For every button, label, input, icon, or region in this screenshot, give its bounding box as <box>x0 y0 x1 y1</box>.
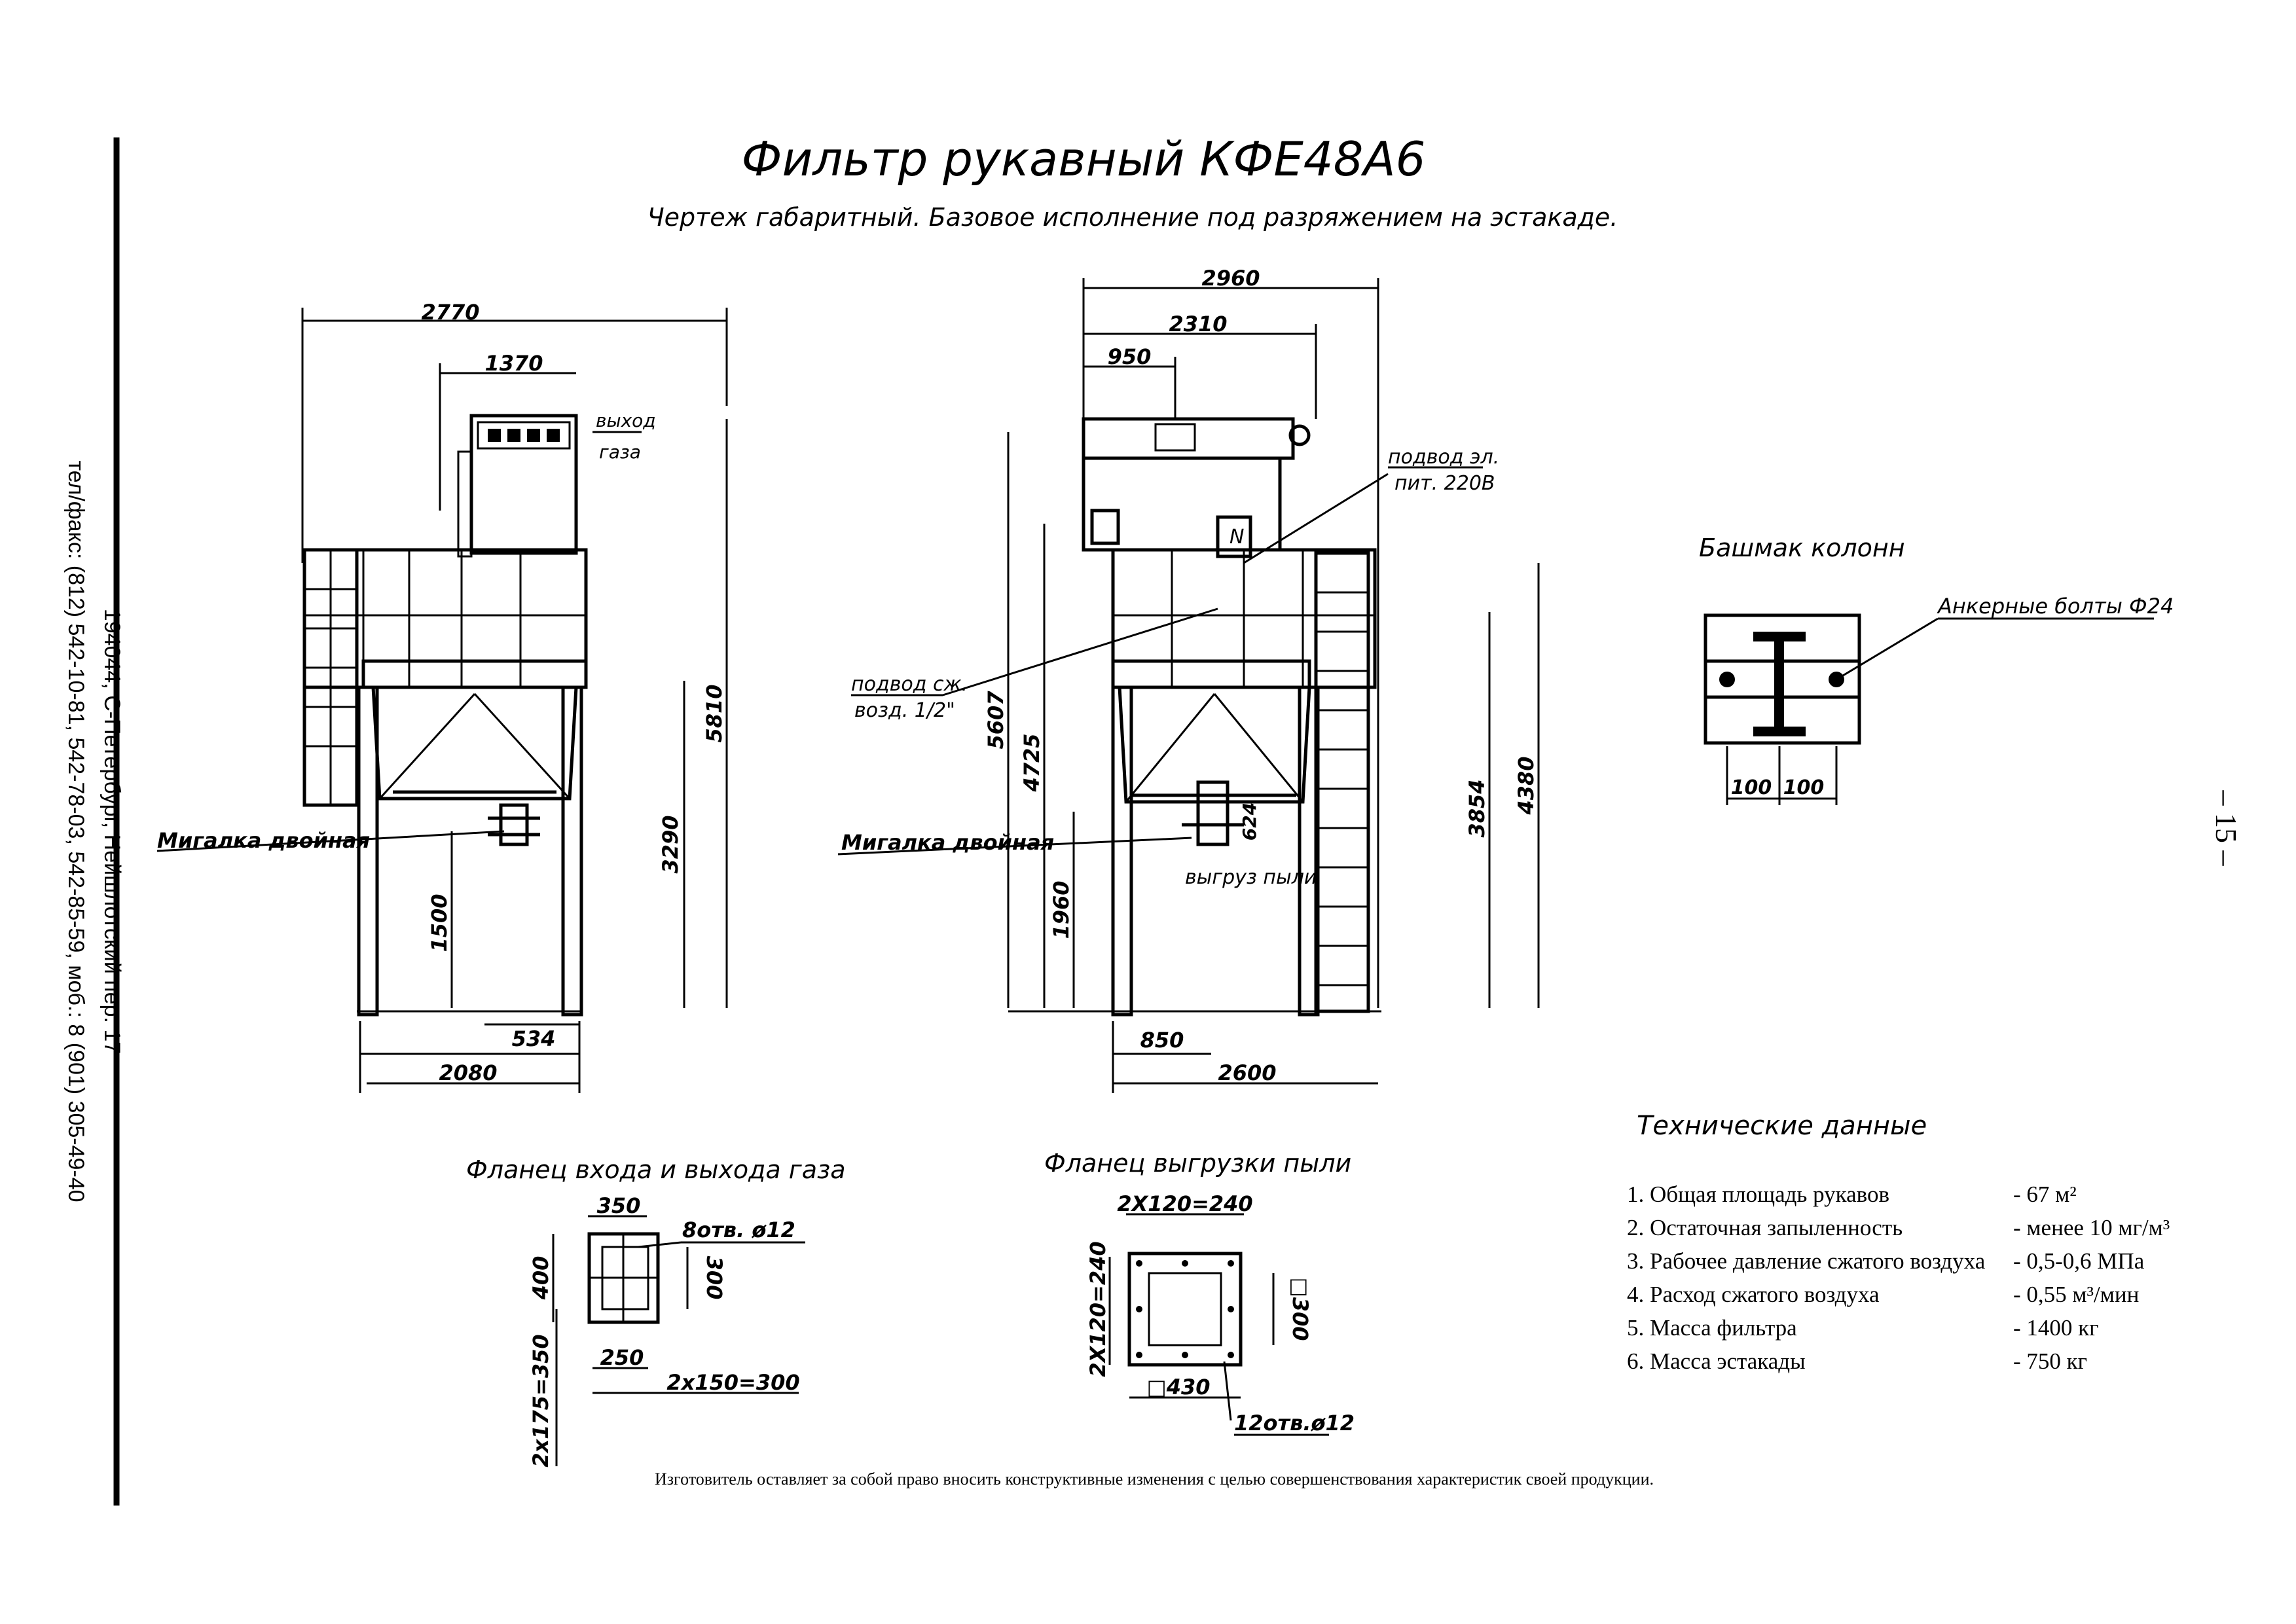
flange-dust-d5: 12отв.ø12 <box>1234 1411 1355 1435</box>
tech-row-4-value: - 0,55 м³/мин <box>2013 1282 2139 1307</box>
front-power-label-1: подвод эл. <box>1388 446 1499 469</box>
flange-gas-d2: 8отв. ø12 <box>682 1218 795 1242</box>
tech-row-3-value: - 0,5-0,6 МПа <box>2013 1248 2145 1274</box>
address-line-1: 194044, С-Петербург, Нейшлотский пер. 17 <box>100 609 124 1054</box>
side-dim-upper: 1370 <box>484 351 543 376</box>
tech-row-3-name: 3. Рабочее давление сжатого воздуха <box>1627 1248 1986 1274</box>
flange-gas-d4: 300 <box>702 1256 727 1300</box>
front-air-label-2: возд. 1/2" <box>854 699 955 722</box>
tech-heading: Технические данные <box>1637 1111 1927 1141</box>
front-dim-bottom: 2600 <box>1218 1060 1276 1085</box>
front-dim-h2: 4725 <box>1019 733 1044 792</box>
drawing-title: Фильтр рукавный КФЕ48А6 <box>742 132 1426 187</box>
column-shoe-dim-left: 100 <box>1731 776 1772 799</box>
tech-row-2-name: 2. Остаточная запыленность <box>1627 1215 1903 1240</box>
flange-dust-title: Фланец выгрузки пыли <box>1044 1149 1351 1178</box>
front-view: 2960 2310 950 N подвод эл. пит. 220В <box>837 266 1540 1093</box>
front-dim-h1: 5607 <box>983 691 1008 749</box>
flange-dust-d3: □300 <box>1288 1277 1313 1341</box>
side-dim-height-support: 3290 <box>658 815 683 873</box>
flange-gas-d5: 250 <box>600 1345 644 1370</box>
side-dim-top: 2770 <box>421 300 479 325</box>
column-shoe: Башмак колонн Анкерные болты Ф24 100 100 <box>1699 533 2174 805</box>
front-power-label-2: пит. 220В <box>1394 472 1495 495</box>
tech-row-2-value: - менее 10 мг/м³ <box>2013 1215 2170 1240</box>
side-dim-bottom: 2080 <box>439 1060 497 1085</box>
flange-dust-d4: □430 <box>1146 1375 1210 1399</box>
front-dim-bottom-inner: 850 <box>1140 1028 1184 1053</box>
flange-gas-d3: 400 <box>528 1256 553 1301</box>
side-dim-height-valve: 1500 <box>427 893 452 952</box>
tech-row-1-name: 1. Общая площадь рукавов <box>1627 1182 1889 1207</box>
gas-out-label-2: газа <box>599 441 641 463</box>
flange-gas-d1: 350 <box>597 1193 641 1218</box>
front-dim-h4: 3854 <box>1465 779 1489 837</box>
front-dim-top: 2960 <box>1201 266 1260 291</box>
tech-row-6-name: 6. Масса эстакады <box>1627 1348 1806 1374</box>
tech-row-4-name: 4. Расход сжатого воздуха <box>1627 1282 1880 1307</box>
column-shoe-dim-right: 100 <box>1783 776 1825 799</box>
tech-row-5-name: 5. Масса фильтра <box>1627 1315 1797 1341</box>
svg-text:N: N <box>1230 526 1244 549</box>
front-dim-h3: 1960 <box>1049 880 1074 939</box>
front-dim-h5: 4380 <box>1514 756 1539 815</box>
tech-row-1-value: - 67 м² <box>2013 1182 2077 1207</box>
flange-dust: Фланец выгрузки пыли 2Х120=240 2Х120=240… <box>1044 1149 1355 1436</box>
tech-row-5-value: - 1400 кг <box>2013 1315 2099 1341</box>
front-dim-mid: 2310 <box>1169 312 1227 336</box>
side-dim-height-total: 5810 <box>702 684 727 742</box>
address-line-2: тел/факс: (812) 542-10-81, 542-78-03, 54… <box>64 460 88 1202</box>
side-view: 2770 1370 выход газа <box>156 300 728 1093</box>
front-dust-label: выгруз пыли <box>1185 866 1317 889</box>
flange-dust-d2: 2Х120=240 <box>1085 1241 1110 1377</box>
front-dim-small: 950 <box>1108 344 1152 369</box>
front-dim-h6: 624 <box>1239 803 1260 840</box>
side-dim-bottom-inner: 534 <box>512 1026 556 1051</box>
footnote: Изготовитель оставляет за собой право вн… <box>655 1470 1654 1489</box>
page-number: – 15 – <box>2210 790 2243 867</box>
flange-dust-d1: 2Х120=240 <box>1117 1191 1252 1216</box>
tech-data: Технические данные 1. Общая площадь рука… <box>1627 1111 2170 1374</box>
tech-row-6-value: - 750 кг <box>2013 1348 2087 1374</box>
anchor-bolts-label: Анкерные болты Ф24 <box>1937 594 2174 619</box>
gas-out-label-1: выход <box>596 410 656 431</box>
front-valve-label: Мигалка двойная <box>841 830 1054 855</box>
side-valve-label: Мигалка двойная <box>157 828 370 853</box>
flange-gas: Фланец входа и выхода газа 350 8отв. ø12… <box>466 1155 846 1468</box>
flange-gas-d6: 2х150=300 <box>666 1370 799 1395</box>
flange-gas-title: Фланец входа и выхода газа <box>466 1155 846 1184</box>
drawing-subtitle: Чертеж габаритный. Базовое исполнение по… <box>647 203 1618 232</box>
front-air-label-1: подвод сж. <box>851 673 968 696</box>
flange-gas-d7: 2х175=350 <box>528 1334 553 1467</box>
column-shoe-title: Башмак колонн <box>1699 533 1905 562</box>
